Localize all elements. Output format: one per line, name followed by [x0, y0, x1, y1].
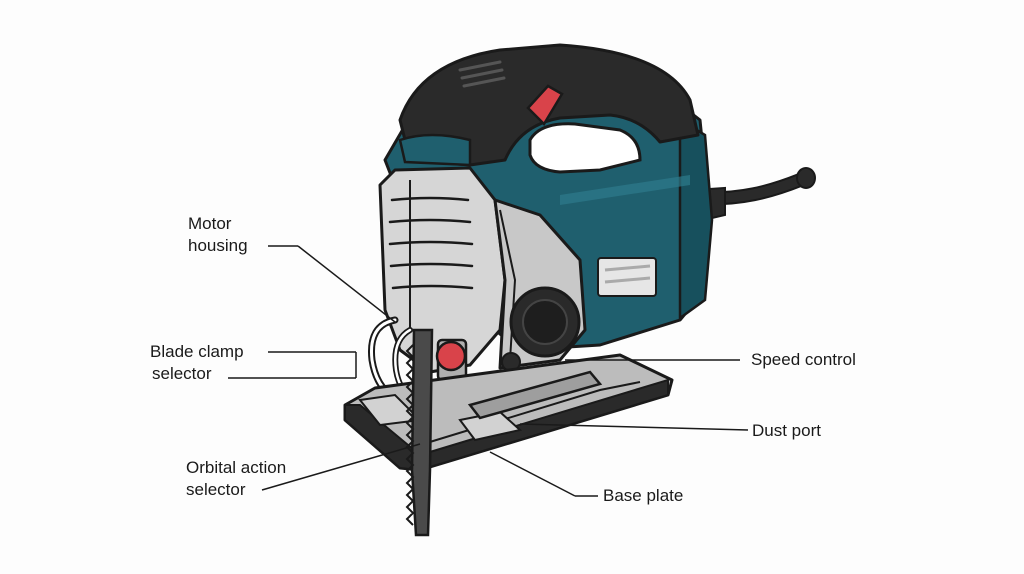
label-motor-housing-line1: Motor	[188, 214, 232, 233]
motor-housing-front	[378, 166, 587, 374]
speed-control-dial	[509, 286, 581, 358]
label-base-plate: Base plate	[603, 486, 684, 505]
label-blade-clamp: Blade clamp selector	[150, 341, 244, 385]
leader-base-plate	[489, 451, 598, 497]
power-cord	[693, 167, 816, 224]
label-motor-housing-line2: housing	[188, 236, 248, 255]
orbital-selector-knob	[435, 338, 521, 382]
label-blade-clamp-line2: selector	[152, 364, 212, 383]
label-orbital-action: Orbital action selector	[186, 457, 286, 501]
leader-blade-clamp	[228, 351, 357, 379]
label-dust-port: Dust port	[752, 421, 821, 440]
leader-orbital-action	[261, 443, 421, 491]
leader-lines	[228, 245, 749, 497]
leader-dust-port	[519, 423, 749, 431]
saw-blade	[405, 328, 434, 537]
dust-port	[467, 370, 603, 420]
handle-grip	[398, 43, 700, 174]
label-orbital-action-line1: Orbital action	[186, 458, 287, 477]
trigger-switch	[526, 84, 564, 127]
label-speed-control: Speed control	[751, 350, 856, 369]
label-blade-clamp-line1: Blade clamp	[150, 342, 244, 361]
label-motor-housing: Motor housing	[188, 213, 248, 257]
label-orbital-action-line2: selector	[186, 480, 246, 499]
leader-motor-housing	[268, 245, 396, 323]
